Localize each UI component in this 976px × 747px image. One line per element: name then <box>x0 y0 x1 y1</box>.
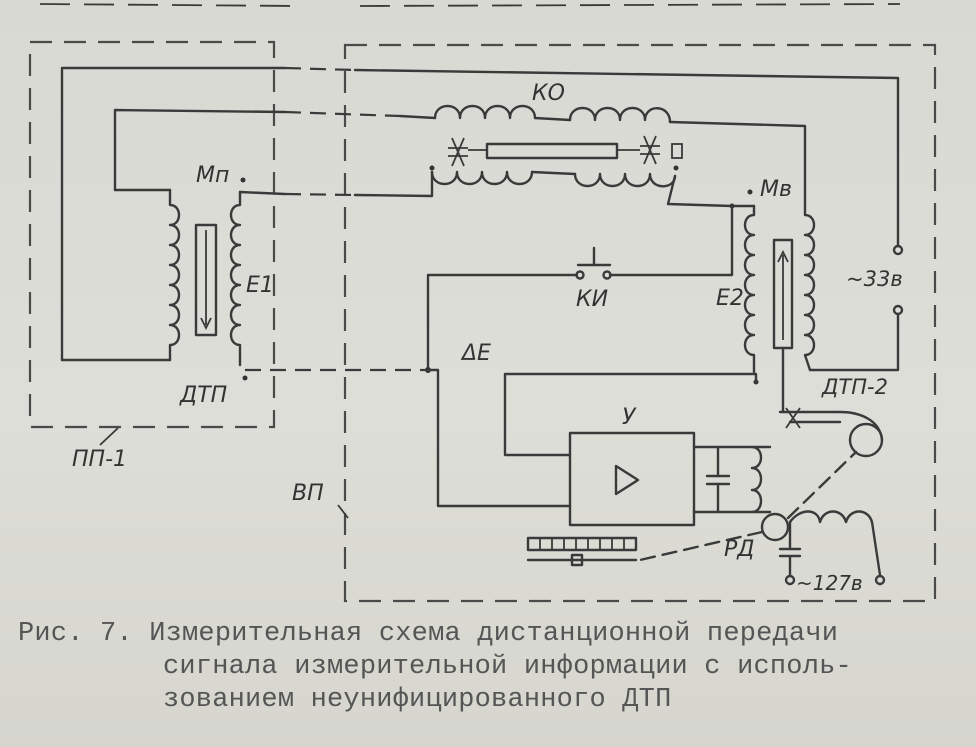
label-ko: КО <box>532 81 565 106</box>
label-e2: E2 <box>716 286 744 311</box>
label-pp1: ПП-1 <box>72 447 127 472</box>
wire-mn-to-ko <box>353 170 434 198</box>
wire-outer-right <box>353 68 900 248</box>
dot-ko-left <box>429 165 435 171</box>
ko-spring-right <box>640 135 660 165</box>
wire-mn-right <box>238 190 287 196</box>
ko-upper-coil <box>433 104 672 124</box>
label-33v: ~33в <box>846 267 903 291</box>
recorder-scale <box>526 536 638 552</box>
label-vp: ВП <box>292 481 324 506</box>
terminal-127v-left <box>784 574 796 586</box>
ko-lower-coil <box>430 170 677 188</box>
rd-field-coil <box>788 510 882 577</box>
wire-outer-left <box>60 66 287 362</box>
wire-ko-to-e2 <box>666 174 734 208</box>
mech-link-scale <box>638 530 764 562</box>
wire-outer-cross <box>284 66 356 72</box>
circuit-diagram: КО Мп Мв E1 E2 КИ ΔE ДТП ДТП-2 У ПП-1 ВП… <box>28 3 937 603</box>
ki-button <box>576 246 612 267</box>
label-ki: КИ <box>576 287 608 312</box>
motor-winding-coil <box>750 445 763 514</box>
label-dtp: ДТП <box>179 383 227 408</box>
dtp2-primary-coil <box>803 198 816 372</box>
leader-pp1 <box>99 427 119 446</box>
rd-motor <box>760 512 790 542</box>
dtp2-core-arrow <box>777 249 789 340</box>
ko-rod <box>485 142 619 160</box>
label-e1: E1 <box>246 273 274 298</box>
leader-vp <box>337 504 349 519</box>
cam-lever <box>778 410 842 424</box>
caption-line-1: Рис. 7. Измерительная схема дистанционно… <box>18 619 839 649</box>
wire-ko-right <box>668 120 807 202</box>
cam-spring <box>785 407 801 429</box>
caption-line-2: сигнала измерительной информации с испол… <box>163 652 852 682</box>
wire-e2-to-amp <box>503 372 758 457</box>
cut-text-edge <box>39 3 901 7</box>
vp-enclosure <box>343 43 937 603</box>
dtp1-core <box>194 223 218 337</box>
label-127v: ~127в <box>796 571 863 595</box>
wire-de-to-amp <box>426 368 572 508</box>
cam-arm <box>838 410 884 442</box>
wire-inner-left <box>113 108 287 192</box>
amplifier-triangle-icon <box>614 464 640 496</box>
dot-dtp <box>242 375 248 381</box>
dot-mn <box>240 177 246 183</box>
ko-end-block <box>671 143 683 159</box>
terminal-127v-right <box>874 574 886 586</box>
terminal-33v-top <box>892 244 904 256</box>
caption-line-3: зованием неунифицированного ДТП <box>163 685 672 715</box>
ko-lower-gap <box>530 170 577 176</box>
mech-link-cam <box>786 450 858 520</box>
wire-ki-left <box>426 273 579 372</box>
dot-ko-right <box>673 165 679 171</box>
label-de: ΔE <box>460 341 491 366</box>
dtp1-primary-coil <box>168 188 181 362</box>
wire-mn-cross <box>284 192 356 197</box>
ko-spring-left <box>448 137 468 167</box>
amp-capacitor <box>705 474 731 486</box>
amplifier-box <box>568 431 696 527</box>
dtp2-secondary-coil <box>743 204 756 374</box>
ki-contact-right <box>602 270 612 280</box>
scale-ticks <box>539 538 625 550</box>
label-u: У <box>622 405 637 430</box>
label-mv: Мв <box>760 177 792 202</box>
wire-inner-to-ko <box>398 114 437 120</box>
label-dtp2: ДТП-2 <box>821 375 888 399</box>
ko-upper-gap <box>533 116 572 122</box>
wire-ki-right <box>608 204 734 277</box>
wire-inner-cross <box>284 110 401 118</box>
label-mn: Мп <box>196 163 229 188</box>
label-rd: РД <box>724 537 754 562</box>
amp-output-wires <box>692 445 772 514</box>
dtp1-core-arrow <box>200 230 212 331</box>
pp1-enclosure <box>28 40 276 429</box>
figure-caption: Рис. 7. Измерительная схема дистанционно… <box>18 618 968 717</box>
wire-33v-return <box>808 312 900 372</box>
scale-pointer <box>570 553 584 567</box>
rd-capacitor <box>778 520 802 578</box>
dtp1-secondary-coil <box>229 190 242 367</box>
dot-mv <box>747 189 753 195</box>
